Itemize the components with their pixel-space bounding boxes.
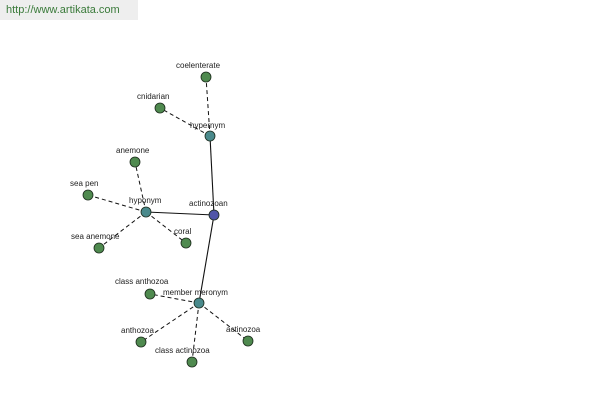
node-circle[interactable]	[144, 288, 156, 300]
edge-member-meronym-to-anthozoa	[140, 302, 200, 343]
node-label: hyponym	[129, 196, 162, 205]
node-circle[interactable]	[154, 102, 166, 114]
node-label: coelenterate	[176, 61, 221, 70]
node-circle[interactable]	[82, 189, 94, 201]
node-anemone[interactable]: anemone	[116, 146, 150, 168]
node-label: anthozoa	[121, 326, 154, 335]
node-label: class actinozoa	[155, 346, 210, 355]
node-class-actinozoa[interactable]: class actinozoa	[155, 346, 210, 368]
nodes-layer: actinozoan hypernym hyponym member meronym c…	[70, 61, 261, 368]
node-circle[interactable]	[180, 237, 192, 249]
node-coelenterate[interactable]: coelenterate	[176, 61, 221, 83]
edge-member-meronym-to-class-anthozoa	[149, 293, 200, 304]
edge-hyponym-to-sea-anemone	[98, 211, 147, 249]
edge-hyponym-to-anemone	[134, 161, 147, 213]
node-member-meronym[interactable]: member meronym	[163, 288, 228, 309]
site-url[interactable]: http://www.artikata.com	[0, 0, 138, 20]
edge-hypernym-to-cnidarian	[159, 107, 211, 137]
edge-actinozoan-to-member-meronym	[198, 214, 215, 304]
node-coral[interactable]: coral	[174, 227, 192, 249]
node-circle[interactable]	[204, 130, 216, 142]
node-actinozoan[interactable]: actinozoan	[189, 199, 228, 221]
node-sea-pen[interactable]: sea pen	[70, 179, 98, 201]
node-label: class anthozoa	[115, 277, 169, 286]
node-label: actinozoan	[189, 199, 228, 208]
node-class-anthozoa[interactable]: class anthozoa	[115, 277, 169, 300]
node-label: sea pen	[70, 179, 98, 188]
node-circle[interactable]	[208, 209, 220, 221]
node-circle[interactable]	[129, 156, 141, 168]
edge-member-meronym-to-class-actinozoa	[191, 302, 200, 363]
node-label: member meronym	[163, 288, 228, 297]
node-label: hypernym	[190, 121, 225, 130]
node-label: sea anemone	[71, 232, 120, 241]
node-circle[interactable]	[140, 206, 152, 218]
node-label: cnidarian	[137, 92, 169, 101]
node-anthozoa[interactable]: anthozoa	[121, 326, 154, 348]
edge-hypernym-to-coelenterate	[205, 76, 211, 137]
edge-hyponym-to-coral	[145, 211, 187, 244]
node-actinozoa[interactable]: actinozoa	[226, 325, 261, 347]
node-hypernym[interactable]: hypernym	[190, 121, 225, 142]
edge-member-meronym-to-actinozoa	[198, 302, 249, 342]
edge-actinozoan-to-hypernym	[209, 135, 215, 216]
node-circle[interactable]	[135, 336, 147, 348]
edge-actinozoan-to-hyponym	[145, 211, 215, 216]
edge-hyponym-to-sea-pen	[87, 194, 147, 213]
node-hyponym[interactable]: hyponym	[129, 196, 162, 218]
node-label: actinozoa	[226, 325, 261, 334]
node-circle[interactable]	[93, 242, 105, 254]
node-circle[interactable]	[186, 356, 198, 368]
node-circle[interactable]	[242, 335, 254, 347]
edges-layer	[87, 76, 249, 363]
node-circle[interactable]	[200, 71, 212, 83]
node-circle[interactable]	[193, 297, 205, 309]
node-label: coral	[174, 227, 192, 236]
node-label: anemone	[116, 146, 150, 155]
node-sea-anemone[interactable]: sea anemone	[71, 232, 120, 254]
node-cnidarian[interactable]: cnidarian	[137, 92, 169, 114]
